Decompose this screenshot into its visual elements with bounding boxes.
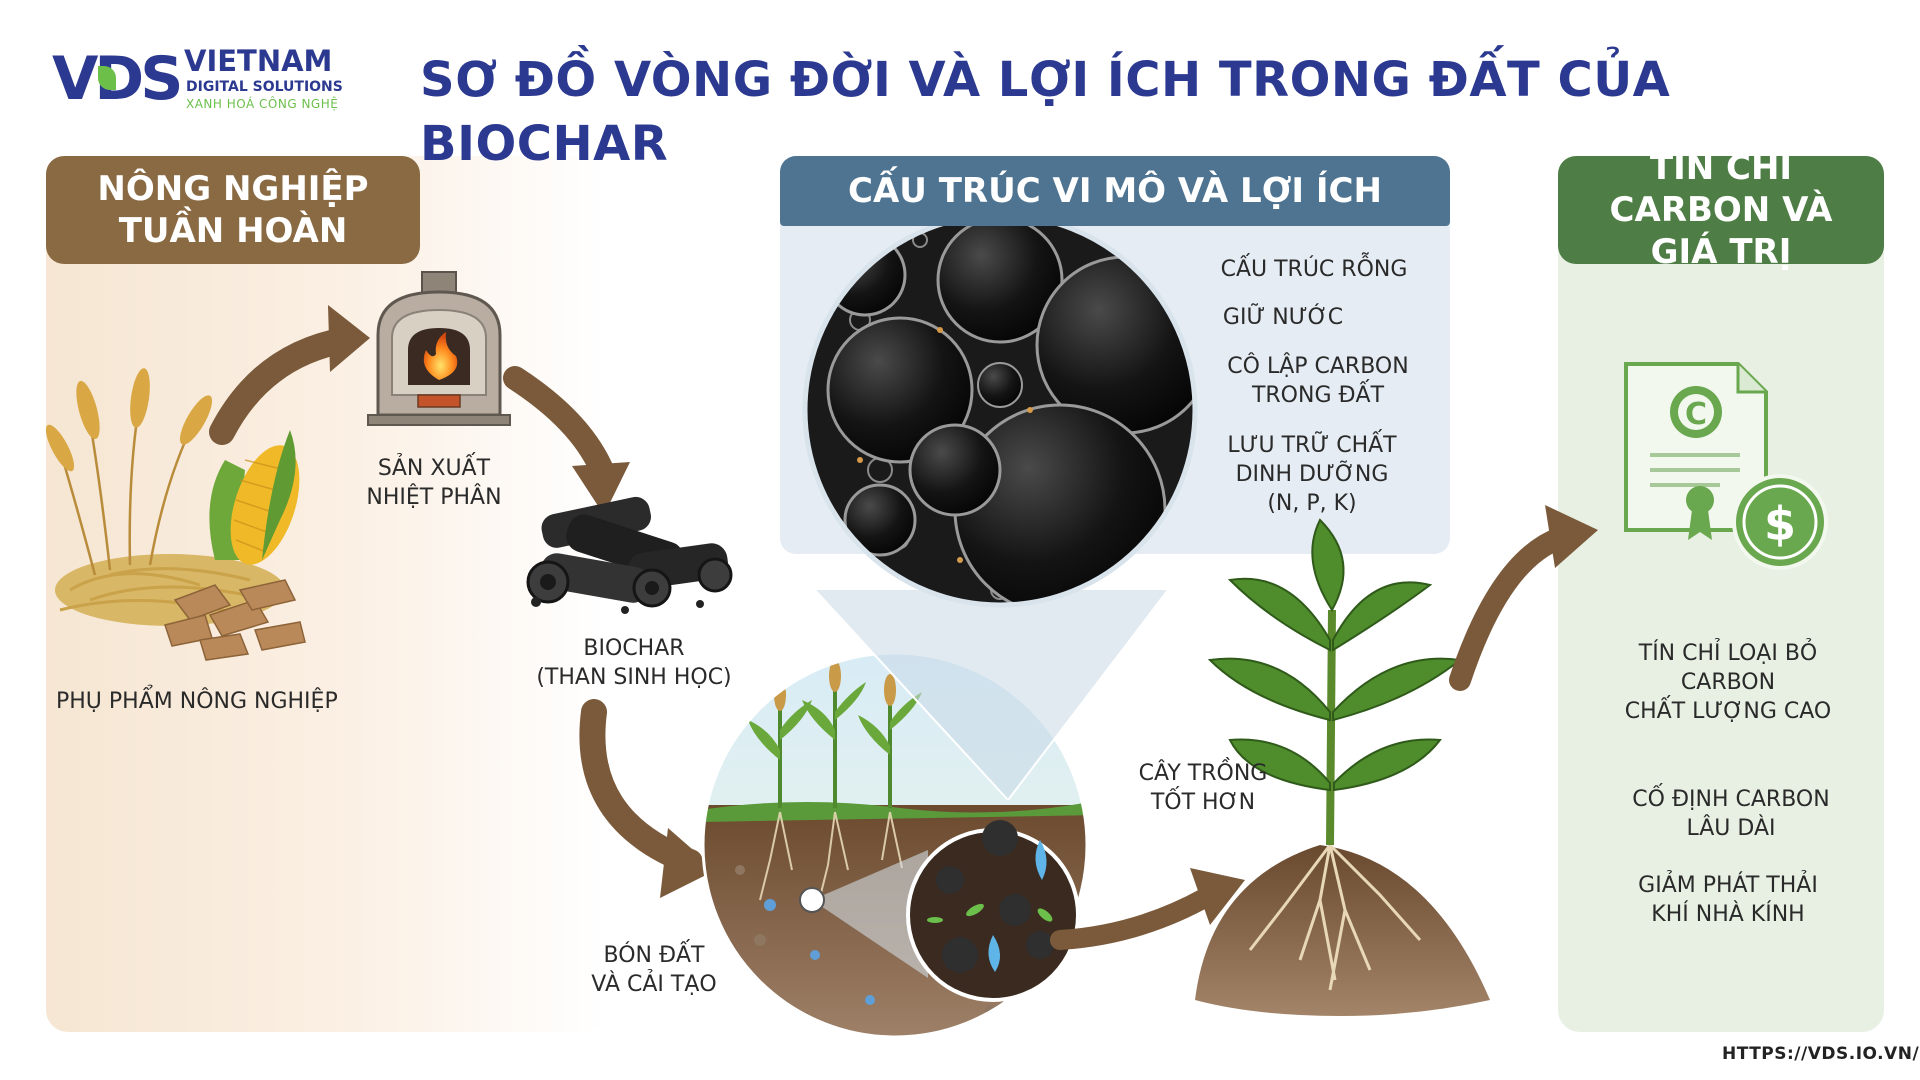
crop-residue-label: PHỤ PHẨM NÔNG NGHIỆP (56, 686, 338, 714)
arrow-to-biochar (503, 366, 614, 482)
arrow-to-kiln (209, 327, 358, 445)
benefit-porous-structure: CẤU TRÚC RỖNG (1221, 252, 1408, 282)
leaf-icon (98, 66, 116, 90)
logo-subtitle: DIGITAL SOLUTIONS (186, 79, 343, 95)
section-title-text: CẤU TRÚC VI MÔ VÀ LỢI ÍCH (848, 171, 1382, 211)
website-url-link[interactable]: HTTPS://VDS.IO.VN/ (1722, 1044, 1920, 1064)
section-title-carbon-credit: TÍN CHỈ CARBON VÀ GIÁ TRỊ (1558, 148, 1884, 272)
arrow-to-carbon-credit (1449, 527, 1571, 691)
biochar-microstructure-image (805, 215, 1195, 605)
logo-name: VIETNAM (184, 44, 333, 78)
arrow-to-soil (579, 699, 703, 875)
carbon-c-icon: C (1685, 397, 1707, 432)
section-title-microstructure: CẤU TRÚC VI MÔ VÀ LỢI ÍCH (780, 156, 1450, 226)
logo-mark: VDS (52, 44, 183, 114)
zoom-cone (815, 590, 1168, 800)
section-title-text: TÍN CHỈ CARBON VÀ GIÁ TRỊ (1609, 148, 1833, 272)
section-title-circular-agriculture: NÔNG NGHIỆP TUẦN HOÀN (46, 156, 420, 264)
pyrolysis-kiln-icon (367, 271, 511, 426)
page-title: SƠ ĐỒ VÒNG ĐỜI VÀ LỢI ÍCH TRONG ĐẤT CỦA … (420, 52, 1671, 172)
soil-magnifier (799, 820, 1080, 1002)
section-title-text: NÔNG NGHIỆP TUẦN HOÀN (97, 169, 369, 251)
carbon-certificate-icon: C $ (1624, 362, 1828, 570)
healthy-plant-illustration (1195, 518, 1490, 1016)
crop-residue-illustration (45, 368, 306, 661)
biochar-label: BIOCHAR(THAN SINH HỌC) (536, 636, 731, 690)
arrow-to-plant (1050, 885, 1220, 950)
logo-tagline: XANH HOÁ CÔNG NGHỆ (186, 97, 339, 111)
carbon-credit-panel (1558, 156, 1884, 1032)
benefit-water-retention: GIỮ NƯỚC (1223, 303, 1343, 330)
dollar-icon: $ (1764, 497, 1796, 551)
biochar-chunks-icon (526, 496, 733, 614)
vds-logo[interactable]: VDS VIETNAM DIGITAL SOLUTIONS XANH HOÁ C… (52, 40, 362, 120)
